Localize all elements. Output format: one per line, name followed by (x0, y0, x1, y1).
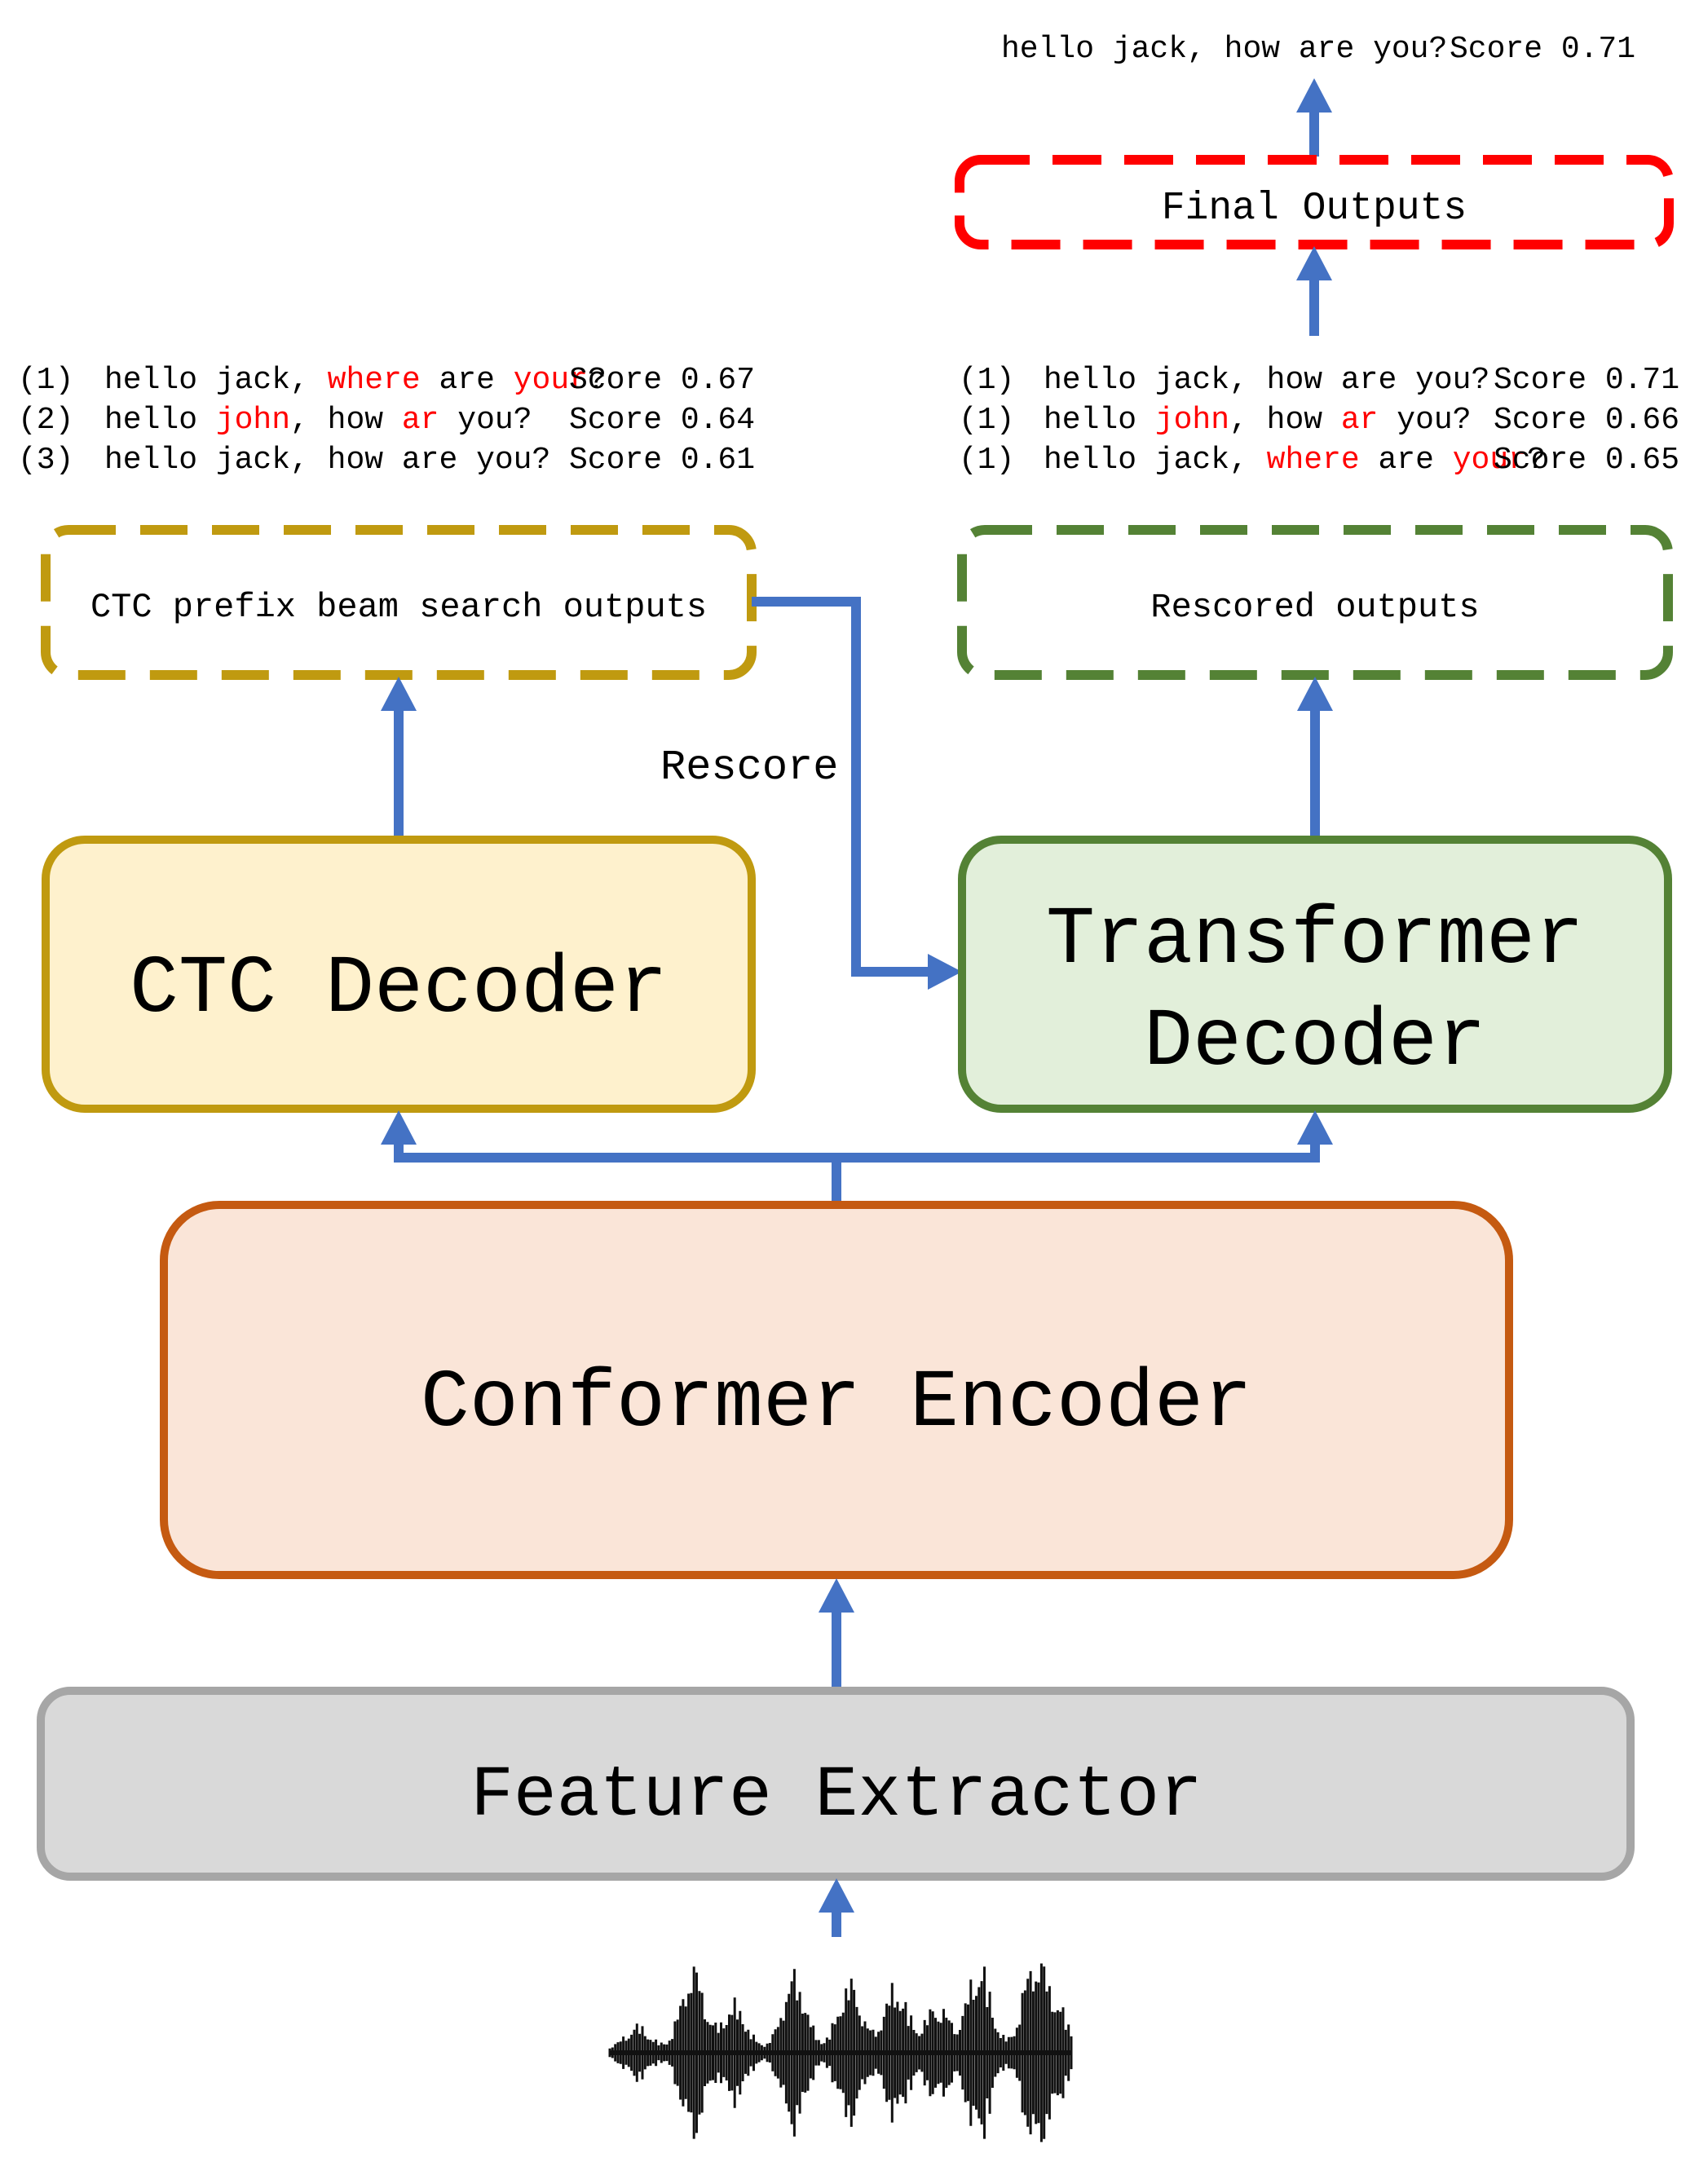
hypothesis-score: Score 0.71 (1494, 363, 1679, 398)
hypothesis-error-word: john (216, 403, 290, 438)
hypothesis-index: (3) (18, 443, 73, 478)
hypothesis-error-word: john (1155, 403, 1229, 438)
hypothesis-index: (1) (959, 363, 1014, 398)
hypothesis-score: Score 0.66 (1494, 403, 1679, 438)
arrow-rescored-to-final (1296, 246, 1332, 336)
hypothesis-row: (1) hello jack, where are your?Score 0.67 (18, 363, 755, 398)
hypothesis-error-word: ar (1341, 403, 1379, 438)
hypothesis-word: you? (1378, 403, 1471, 438)
hypothesis-error-word: where (1267, 443, 1360, 478)
final-result-score: Score 0.71 (1450, 32, 1635, 67)
conformer-encoder-box: Conformer Encoder (160, 1201, 1513, 1579)
hypothesis-error-word: your (514, 363, 588, 398)
hypothesis-word: ? (1527, 443, 1546, 478)
hypothesis-index: (1) (18, 363, 73, 398)
hypothesis-text: hello jack, how are you? (104, 443, 550, 478)
transformer-decoder-label-line2: Decoder (1144, 997, 1486, 1089)
arrow-feature-to-encoder (819, 1578, 854, 1691)
hypothesis-word: hello jack, (1044, 443, 1267, 478)
ctc-decoder-box: CTC Decoder (42, 836, 756, 1113)
hypothesis-row: (1) hello jack, where are your?Score 0.65 (959, 443, 1679, 478)
hypothesis-score: Score 0.64 (569, 403, 755, 438)
audio-waveform-icon (608, 1963, 1073, 2142)
hypothesis-word: , how (1229, 403, 1341, 438)
hypothesis-score: Score 0.65 (1494, 443, 1679, 478)
hypothesis-score: Score 0.67 (569, 363, 755, 398)
arrow-ctc-decoder-to-outputs (381, 677, 417, 838)
ctc-decoder-label: CTC Decoder (130, 944, 668, 1036)
ctc-outputs-label: CTC prefix beam search outputs (90, 588, 707, 627)
hypothesis-index: (2) (18, 403, 73, 438)
hypothesis-text: hello jack, where are your? (1044, 443, 1546, 478)
hypothesis-index: (1) (959, 443, 1014, 478)
hypothesis-error-word: your (1453, 443, 1527, 478)
hypothesis-index: (1) (959, 403, 1014, 438)
hypothesis-text: hello john, how ar you? (104, 403, 532, 438)
transformer-decoder-label-line1: Transformer (1046, 895, 1584, 987)
rescored-outputs-box: Rescored outputs (957, 525, 1673, 680)
rescore-arrow (752, 597, 962, 990)
hypothesis-word: hello jack, how are you? (1044, 363, 1489, 398)
arrow-transformer-to-rescored (1297, 677, 1333, 838)
hypothesis-word: hello (104, 403, 216, 438)
hypothesis-word: you? (439, 403, 532, 438)
ctc-outputs-box: CTC prefix beam search outputs (41, 525, 757, 680)
conformer-encoder-label: Conformer Encoder (421, 1358, 1252, 1450)
hypothesis-error-word: where (328, 363, 421, 398)
hypothesis-text: hello jack, how are you? (1044, 363, 1489, 398)
rescored-outputs-label: Rescored outputs (1150, 588, 1479, 627)
hypothesis-row: (1) hello jack, how are you?Score 0.71 (959, 363, 1679, 398)
hypothesis-text: hello john, how ar you? (1044, 403, 1472, 438)
hypothesis-text: hello jack, where are your? (104, 363, 607, 398)
hypothesis-word: ? (588, 363, 607, 398)
final-outputs-label: Final Outputs (1162, 187, 1467, 231)
final-outputs-box: Final Outputs (955, 155, 1674, 249)
arrow-final-to-result (1296, 78, 1332, 157)
feature-extractor-label: Feature Extractor (470, 1756, 1203, 1837)
arrow-encoder-to-decoders (381, 1110, 1333, 1205)
feature-extractor-box: Feature Extractor (37, 1687, 1635, 1881)
hypothesis-word: are (1360, 443, 1453, 478)
transformer-decoder-box: Transformer Decoder (958, 836, 1672, 1113)
hypothesis-word: hello jack, (104, 363, 328, 398)
rescored-hypotheses-list: (1)hello jack, how are you?Score 0.71(1)… (959, 363, 1679, 478)
hypothesis-word: hello (1044, 403, 1155, 438)
arrow-waveform-to-feature (819, 1878, 854, 1937)
hypothesis-row: (2) hello john, how ar you? Score 0.64 (18, 403, 755, 438)
hypothesis-row: (3) hello jack, how are you? Score 0.61 (18, 443, 755, 478)
ctc-hypotheses-list: (1) hello jack, where are your?Score 0.67… (18, 363, 755, 478)
hypothesis-word: hello jack, how are you? (104, 443, 550, 478)
hypothesis-error-word: ar (402, 403, 439, 438)
hypothesis-word: , how (290, 403, 402, 438)
hypothesis-score: Score 0.61 (569, 443, 755, 478)
rescore-label: Rescore (660, 743, 838, 792)
hypothesis-row: (1) hello john, how ar you? Score 0.66 (959, 403, 1679, 438)
hypothesis-word: are (421, 363, 514, 398)
final-result-text: hello jack, how are you? (1001, 32, 1447, 67)
